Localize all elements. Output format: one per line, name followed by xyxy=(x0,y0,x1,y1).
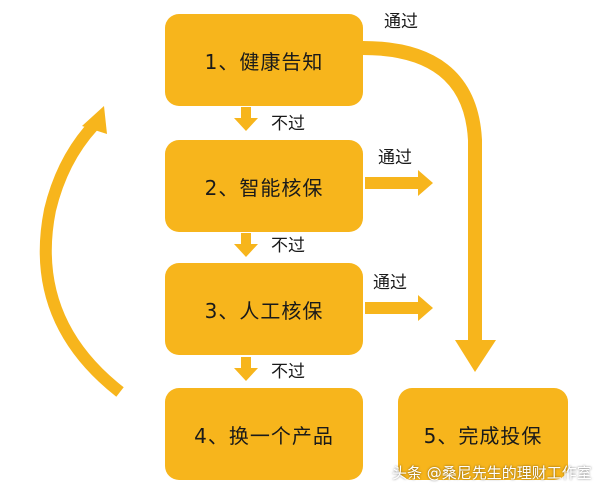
step-manual-underwriting: 3、人工核保 xyxy=(165,263,363,355)
arrow-down-3-4 xyxy=(234,357,258,381)
step-label: 4、换一个产品 xyxy=(194,423,334,448)
arrow-body-to-complete xyxy=(357,40,482,342)
step-label: 2、智能核保 xyxy=(204,175,324,200)
edge-label-fail: 不过 xyxy=(271,362,305,382)
edge-label-fail: 不过 xyxy=(271,236,305,256)
arrow-body-return xyxy=(39,121,124,397)
edge-label-pass: 通过 xyxy=(378,148,412,168)
watermark: 头条 @桑尼先生的理财工作室 xyxy=(392,464,592,482)
edge-label-fail: 不过 xyxy=(271,114,305,134)
arrow-down-2-3 xyxy=(234,233,258,257)
arrow-head-to-complete xyxy=(455,340,496,372)
step-health-declaration: 1、健康告知 xyxy=(165,14,363,106)
step-label: 3、人工核保 xyxy=(204,298,324,323)
step-label: 1、健康告知 xyxy=(204,49,324,74)
arrow-right-3 xyxy=(365,295,433,321)
edge-label-pass: 通过 xyxy=(384,12,418,32)
arrow-down-1-2 xyxy=(234,107,258,131)
step-change-product: 4、换一个产品 xyxy=(165,388,363,480)
step-complete-insurance: 5、完成投保 xyxy=(398,388,568,480)
arrow-right-2 xyxy=(365,170,433,196)
step-smart-underwriting: 2、智能核保 xyxy=(165,140,363,232)
edge-label-pass: 通过 xyxy=(373,273,407,293)
step-label: 5、完成投保 xyxy=(423,423,543,448)
